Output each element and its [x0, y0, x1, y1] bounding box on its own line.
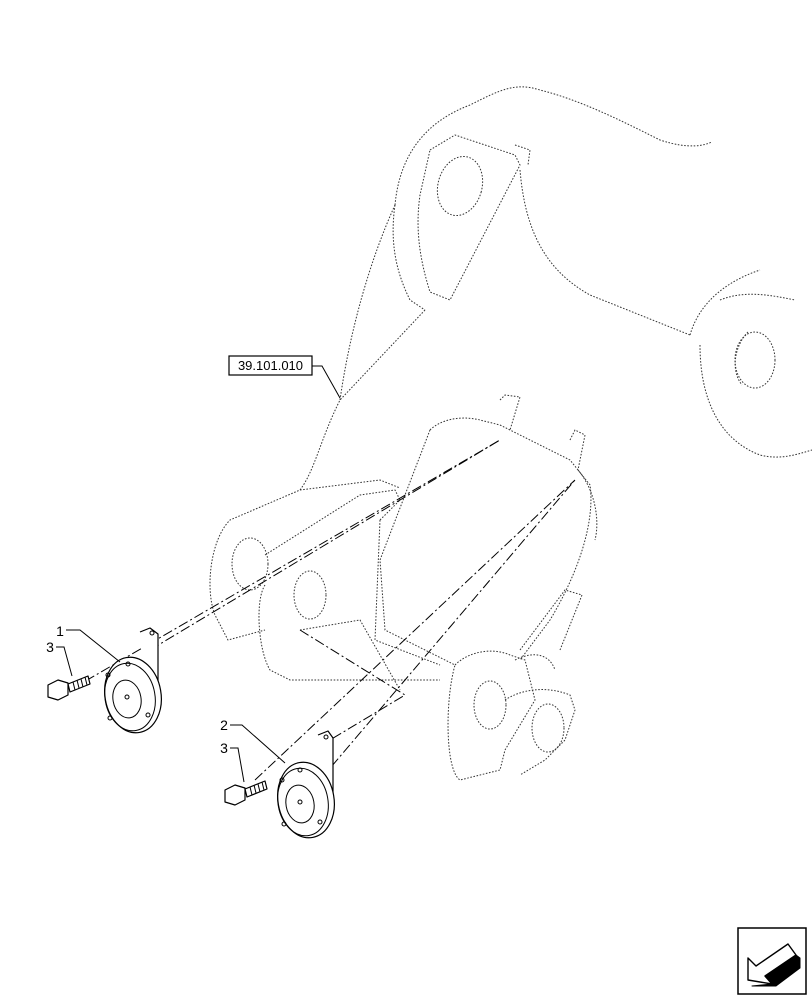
callout-1[interactable]: 1 — [56, 623, 121, 663]
callout-label-3a: 3 — [46, 639, 54, 655]
reference-callout[interactable]: 39.101.010 — [228, 355, 341, 399]
callout-label-2: 2 — [220, 717, 228, 733]
bolt-3a — [47, 675, 91, 701]
loader-frame-outline — [209, 86, 812, 781]
reference-label: 39.101.010 — [238, 358, 303, 373]
assembly-lines — [69, 439, 576, 781]
horn-1 — [104, 627, 162, 734]
callout-3a[interactable]: 3 — [46, 639, 73, 677]
callout-label-1: 1 — [56, 623, 64, 639]
bolt-3b — [224, 780, 268, 806]
horn-2 — [277, 730, 335, 839]
callout-2[interactable]: 2 — [220, 717, 286, 764]
navigation-arrow-icon[interactable] — [737, 927, 807, 995]
callout-label-3b: 3 — [220, 740, 228, 756]
callout-3b[interactable]: 3 — [220, 740, 245, 783]
